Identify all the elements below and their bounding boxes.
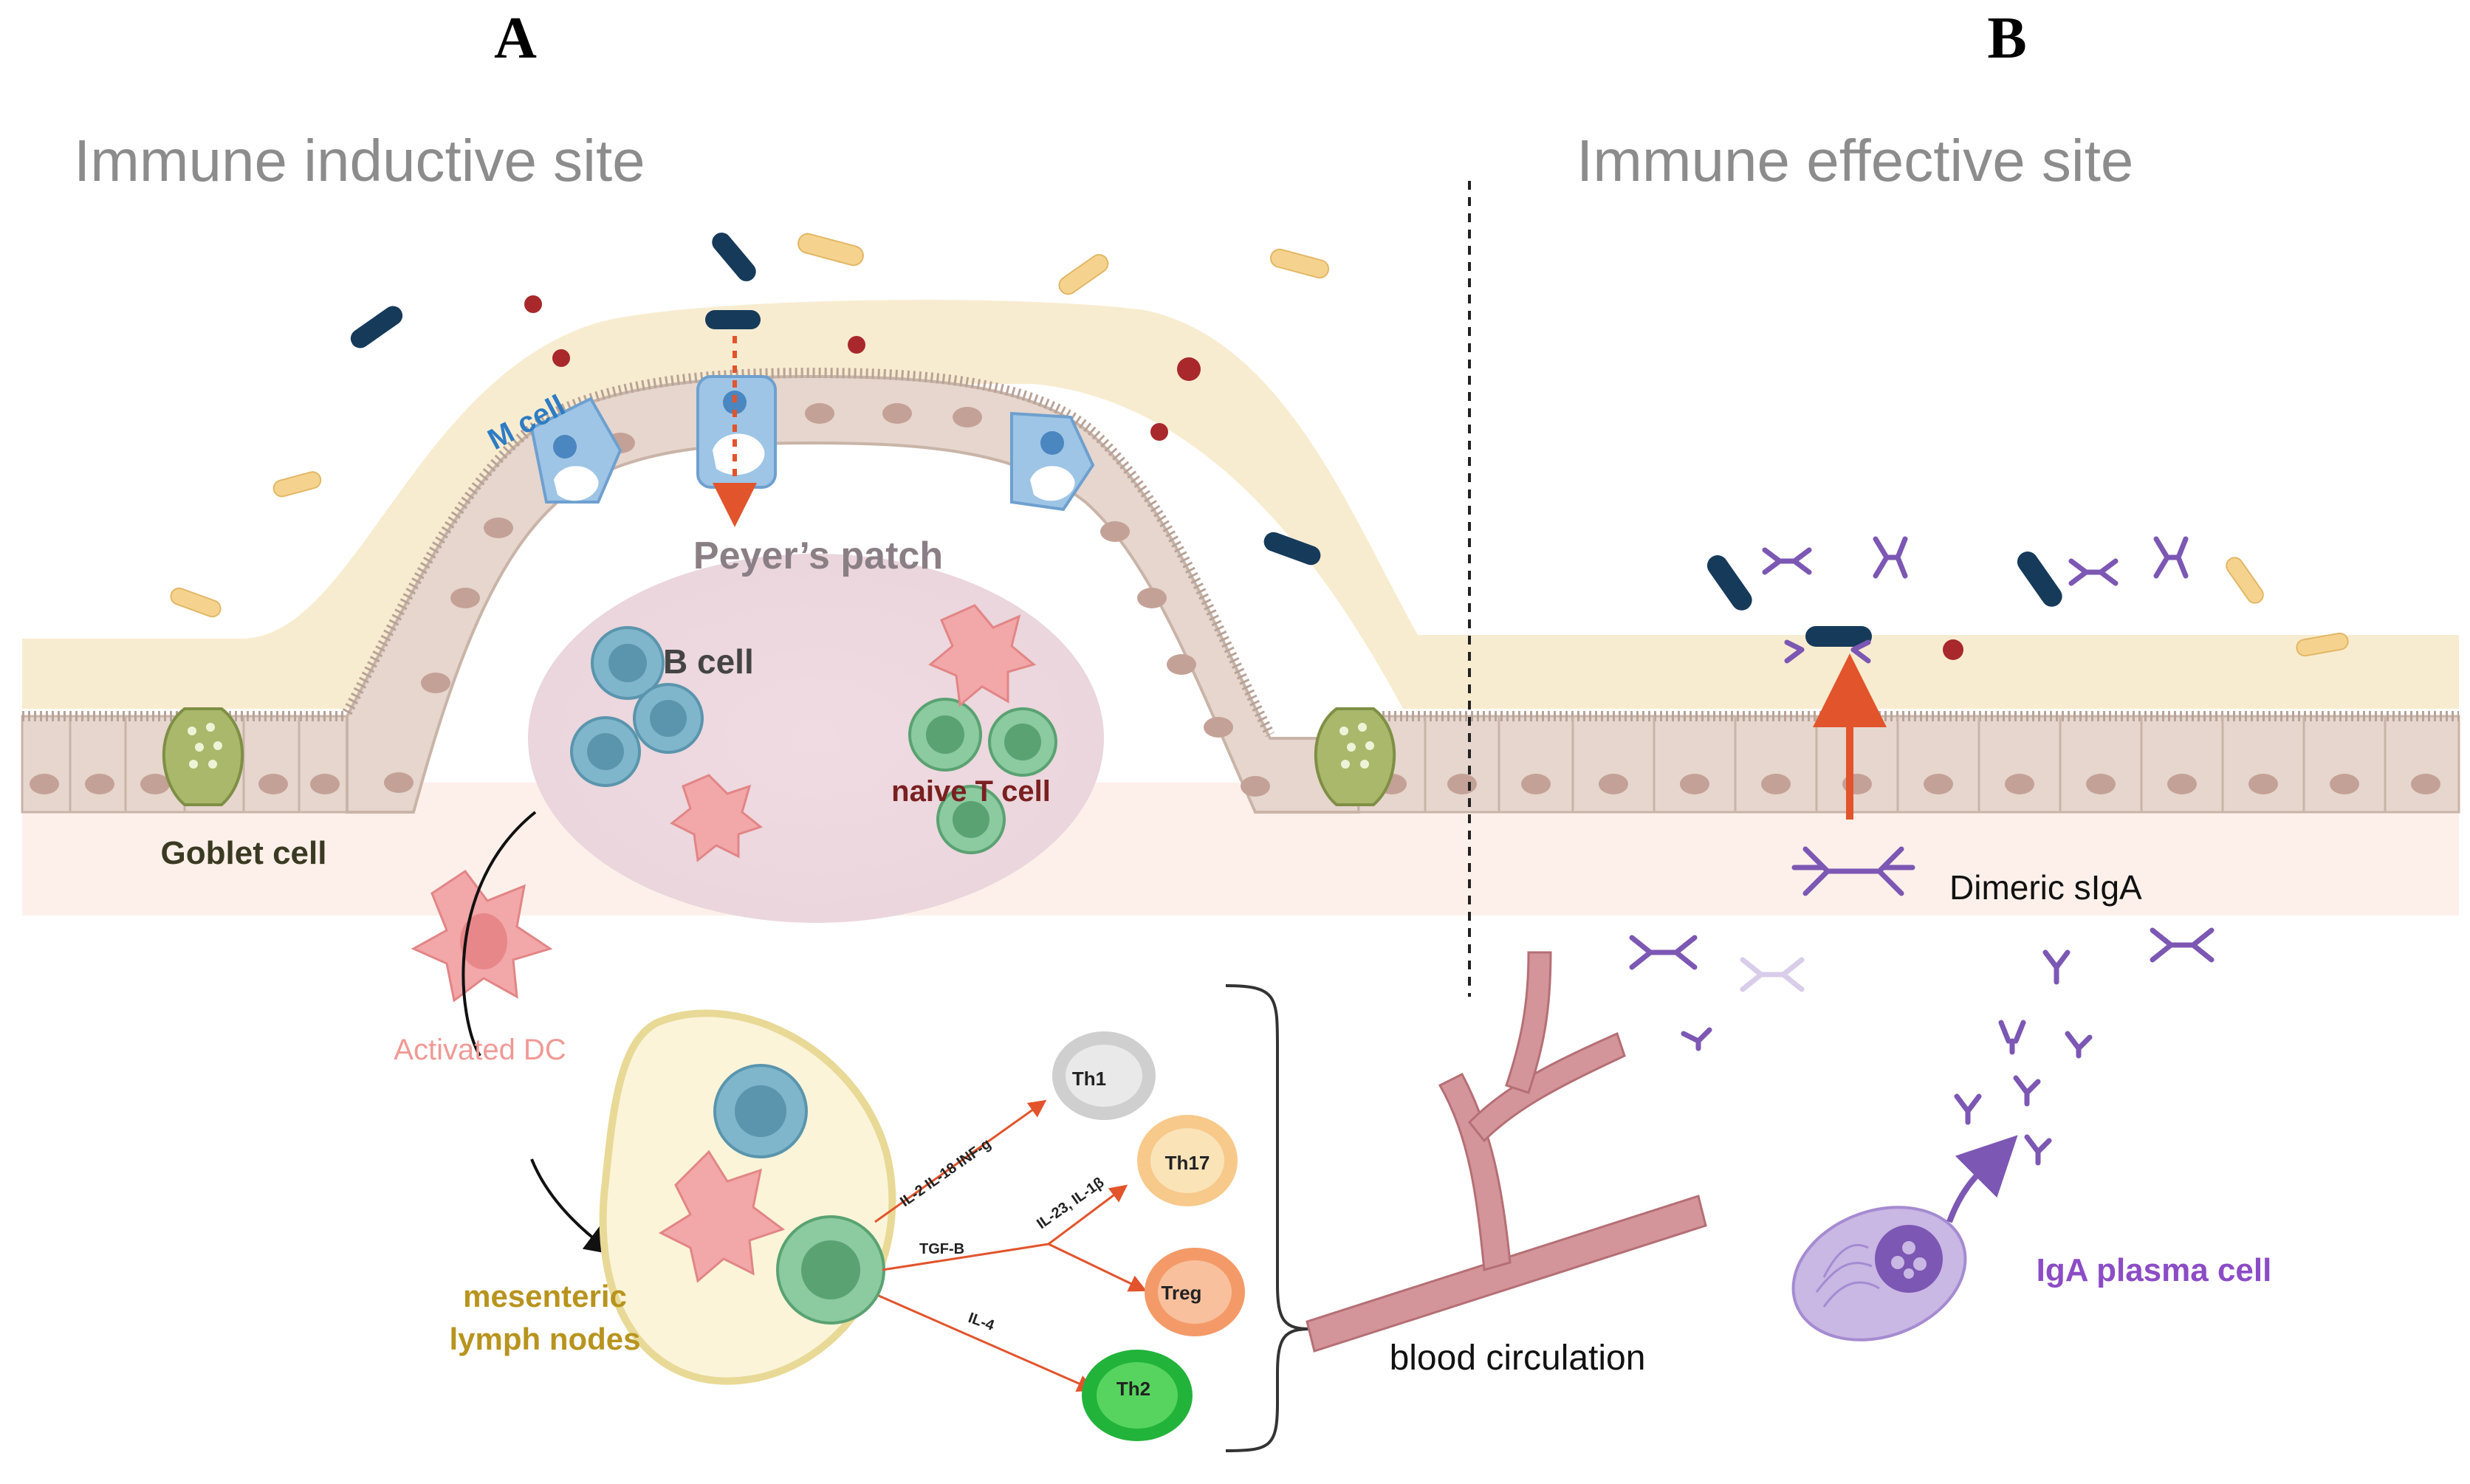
treg-label: Treg [1162, 1282, 1202, 1304]
b-cells [570, 626, 704, 787]
iga-plasma-cell-label: IgA plasma cell [2037, 1252, 2272, 1288]
blood-vessel [1306, 951, 1707, 1353]
activated-dc [411, 869, 553, 1003]
activated-dc-label: Activated DC [394, 1034, 566, 1066]
differentiation-arrows [874, 1099, 1147, 1392]
epithelium-right [1357, 711, 2460, 814]
plasma-secretion-arrow [1946, 1135, 2018, 1223]
goblet-cell-right [1314, 707, 1396, 806]
dc-migration-arrow [462, 811, 606, 1248]
peyers-patch-label: Peyer’s patch [693, 535, 943, 577]
iga-faded [1740, 957, 1805, 992]
m-cell-left [529, 396, 622, 504]
bacteria-light [170, 233, 2349, 657]
goblet-cell-label: Goblet cell [161, 835, 327, 871]
cytokine-th1-label: IL-2 IL-18 INF-g [897, 1136, 994, 1210]
panel-a-letter: A [494, 6, 537, 71]
viruses [524, 295, 1963, 660]
th1-label: Th1 [1072, 1068, 1106, 1090]
b-cell-label: B cell [663, 642, 754, 681]
blood-circulation-label: blood circulation [1390, 1339, 1646, 1378]
iga-antibodies [1629, 536, 2215, 1166]
dendritic-cells-pp [670, 604, 1037, 862]
naive-t-cell-label: naive T cell [891, 775, 1051, 808]
bacteria-dark [350, 233, 2062, 647]
mucus-layer [22, 300, 2459, 710]
th17-label: Th17 [1165, 1152, 1210, 1174]
panel-b-letter: B [1987, 6, 2026, 71]
naive-t-cells [908, 698, 1057, 854]
cytokine-th2-label: IL-4 [966, 1310, 997, 1334]
cytokine-th17-label: IL-23, IL-1β [1034, 1175, 1107, 1233]
plasma-cell [1791, 1206, 1967, 1342]
th-cells [1052, 1031, 1245, 1441]
panel-b-title: Immune effective site [1577, 128, 2133, 193]
grouping-brace [1225, 984, 1311, 1452]
dimeric-siga-label: Dimeric sIgA [1949, 868, 2142, 907]
lymph-nodes-label-2: lymph nodes [449, 1322, 640, 1356]
th2-label: Th2 [1116, 1378, 1150, 1400]
m-cell-right [1010, 411, 1095, 512]
cytokine-treg-label: TGF-B [919, 1241, 964, 1257]
panel-a-title: Immune inductive site [74, 128, 645, 193]
goblet-cell-left [162, 707, 244, 806]
lymph-node [599, 1009, 896, 1385]
lymph-nodes-label-1: mesenteric [463, 1279, 627, 1313]
